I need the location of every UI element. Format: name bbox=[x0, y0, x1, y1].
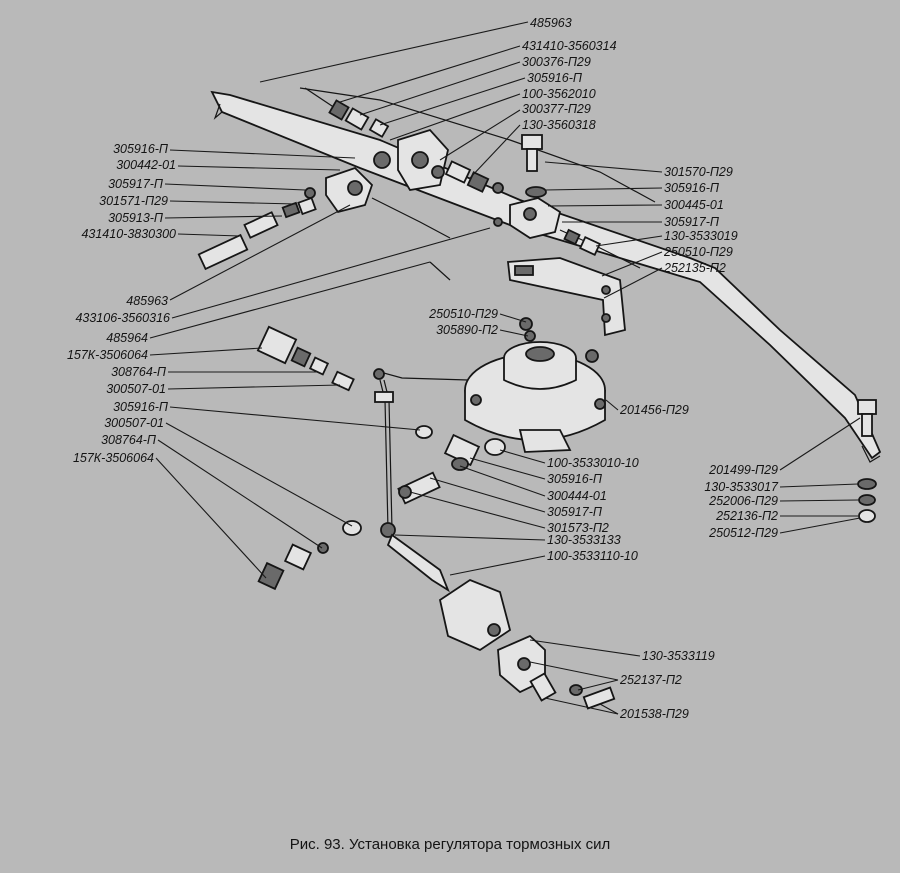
label-305917-p-right: 305917-П bbox=[664, 215, 720, 229]
label-305890-p2: 305890-П2 bbox=[436, 323, 498, 337]
label-252136-p2: 252136-П2 bbox=[715, 509, 778, 523]
label-301570-p29: 301570-П29 bbox=[664, 165, 733, 179]
label-305916-p-lower: 305916-П bbox=[113, 400, 169, 414]
label-305916-p-center: 305916-П bbox=[547, 472, 603, 486]
tee-fitting bbox=[509, 197, 641, 269]
label-100-3562010: 100-3562010 bbox=[522, 87, 596, 101]
label-301571-p29: 301571-П29 bbox=[99, 194, 168, 208]
label-252006-p29: 252006-П29 bbox=[708, 494, 778, 508]
label-130-3560318: 130-3560318 bbox=[522, 118, 596, 132]
label-485964: 485964 bbox=[106, 331, 148, 345]
part-number-labels: 485963 431410-3560314 300376-П29 305916-… bbox=[67, 16, 779, 721]
label-431410-3560314: 431410-3560314 bbox=[522, 39, 617, 53]
label-201499-p29: 201499-П29 bbox=[708, 463, 778, 477]
label-485963-mid: 485963 bbox=[126, 294, 168, 308]
label-157k-3506064-lower: 157К-3506064 bbox=[73, 451, 154, 465]
lever-linkage bbox=[374, 379, 450, 593]
label-305916-p-top: 305916-П bbox=[527, 71, 583, 85]
label-308764-p-upper: 308764-П bbox=[111, 365, 167, 379]
label-252137-p2: 252137-П2 bbox=[619, 673, 682, 687]
label-252135-p2: 252135-П2 bbox=[663, 261, 726, 275]
label-100-3533110-10: 100-3533110-10 bbox=[547, 549, 638, 563]
top-pipe-assembly bbox=[304, 87, 504, 194]
figure-caption: Рис. 93. Установка регулятора тормозных … bbox=[289, 836, 611, 853]
label-130-3533017: 130-3533017 bbox=[704, 480, 779, 494]
label-100-3533010-10: 100-3533010-10 bbox=[547, 456, 639, 470]
label-301573-p2: 301573-П2 bbox=[547, 521, 609, 535]
label-250510-p29-right: 250510-П29 bbox=[663, 245, 733, 259]
label-305917-p-left: 305917-П bbox=[108, 177, 164, 191]
elastic-lever-block bbox=[438, 578, 616, 710]
label-300377-p29: 300377-П29 bbox=[522, 102, 591, 116]
label-300442-01: 300442-01 bbox=[116, 158, 176, 172]
label-485963-top: 485963 bbox=[530, 16, 572, 30]
label-157k-3506064-upper: 157К-3506064 bbox=[67, 348, 148, 362]
label-300376-p29: 300376-П29 bbox=[522, 55, 591, 69]
label-431410-3830300: 431410-3830300 bbox=[81, 227, 176, 241]
label-305913-p: 305913-П bbox=[108, 211, 164, 225]
label-250512-p29: 250512-П29 bbox=[708, 526, 778, 540]
left-upper-fittings bbox=[256, 325, 469, 392]
label-300445-01: 300445-01 bbox=[664, 198, 724, 212]
label-250510-p29-center: 250510-П29 bbox=[428, 307, 498, 321]
label-130-3533119: 130-3533119 bbox=[642, 649, 715, 663]
leader-lines bbox=[149, 21, 861, 715]
brake-force-regulator bbox=[464, 317, 606, 453]
label-308764-p-lower: 308764-П bbox=[101, 433, 157, 447]
label-300507-01-upper: 300507-01 bbox=[106, 382, 166, 396]
regulator-outlet-fittings bbox=[397, 433, 506, 505]
lower-left-fittings bbox=[257, 520, 362, 591]
top-bolt bbox=[521, 134, 547, 198]
label-300444-01: 300444-01 bbox=[547, 489, 607, 503]
label-433106-3560316: 433106-3560316 bbox=[75, 311, 170, 325]
label-201538-p29: 201538-П29 bbox=[619, 707, 689, 721]
mount-bracket bbox=[429, 257, 626, 337]
left-valve-assembly bbox=[197, 166, 503, 271]
right-bolt-stack bbox=[857, 399, 877, 523]
label-130-3533133: 130-3533133 bbox=[547, 533, 621, 547]
label-300507-01-lower: 300507-01 bbox=[104, 416, 164, 430]
label-305917-p-center: 305917-П bbox=[547, 505, 603, 519]
label-130-3533019: 130-3533019 bbox=[664, 229, 738, 243]
label-305916-p-left: 305916-П bbox=[113, 142, 169, 156]
label-305916-p-right: 305916-П bbox=[664, 181, 720, 195]
label-201456-p29: 201456-П29 bbox=[619, 403, 689, 417]
